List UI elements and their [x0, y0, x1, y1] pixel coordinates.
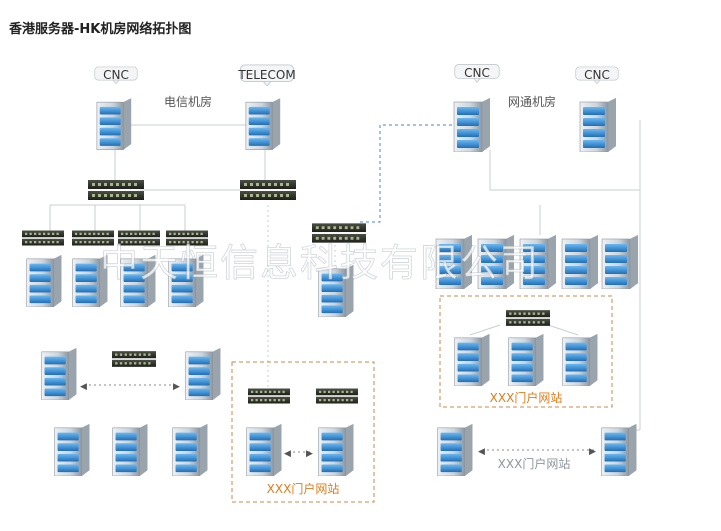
server-icon	[246, 424, 282, 476]
bubble-telecom: TELECOM	[237, 64, 296, 86]
network-switch-icon	[506, 310, 550, 326]
network-switch-icon	[312, 223, 366, 243]
server-icon	[41, 348, 77, 400]
server-icon	[185, 348, 221, 400]
arrow-left-icon: ◀	[478, 447, 485, 457]
portal-frame-right	[439, 295, 613, 408]
server-icon	[454, 334, 490, 386]
server-icon	[579, 98, 617, 152]
server-icon	[453, 98, 491, 152]
server-icon	[601, 235, 639, 289]
arrow-left-icon: ◀	[80, 382, 87, 392]
bubble-cnc-right-2: CNC	[575, 66, 619, 85]
portal-label: XXX门户网站	[498, 456, 571, 471]
arrow-left-icon: ◀	[284, 449, 291, 459]
server-icon	[172, 424, 208, 476]
page-title: 香港服务器-HK机房网络拓扑图	[9, 22, 192, 37]
bubble-label: CNC	[464, 66, 490, 80]
portal-frame-bottom-center	[231, 361, 375, 503]
arrow-right-icon: ▶	[306, 449, 313, 459]
arrow-right-icon: ▶	[173, 382, 180, 392]
network-switch-icon	[88, 180, 144, 200]
network-switch-icon	[112, 351, 156, 367]
server-icon	[245, 98, 281, 150]
server-icon	[96, 98, 132, 150]
bubble-label: TELECOM	[237, 68, 295, 82]
server-icon	[562, 334, 598, 386]
network-switch-icon	[248, 388, 290, 404]
server-icon	[318, 424, 354, 476]
server-icon	[601, 424, 637, 476]
portal-label: XXX门户网站	[267, 481, 340, 496]
network-switch-icon	[240, 180, 296, 200]
bubble-label: CNC	[103, 68, 129, 82]
network-switch-icon	[22, 230, 64, 246]
server-icon	[54, 424, 90, 476]
server-icon	[112, 424, 148, 476]
dashed-uplink	[360, 124, 455, 223]
watermark: 中天恒信息科技有限公司	[100, 241, 540, 285]
arrow-right-icon: ▶	[589, 447, 596, 457]
bubble-label: CNC	[584, 68, 610, 82]
network-switch-icon	[316, 388, 358, 404]
bubble-cnc-left: CNC	[94, 66, 138, 85]
server-icon	[561, 235, 599, 289]
portal-label: XXX门户网站	[490, 390, 563, 405]
bubble-cnc-right-1: CNC	[454, 64, 500, 83]
dashed-drop	[267, 205, 336, 390]
server-icon	[26, 255, 62, 307]
connection-lines	[49, 120, 641, 431]
server-icon	[437, 424, 473, 476]
room-label-telecom: 电信机房	[164, 94, 212, 109]
room-label-cnc: 网通机房	[508, 94, 556, 109]
server-icon	[508, 334, 544, 386]
